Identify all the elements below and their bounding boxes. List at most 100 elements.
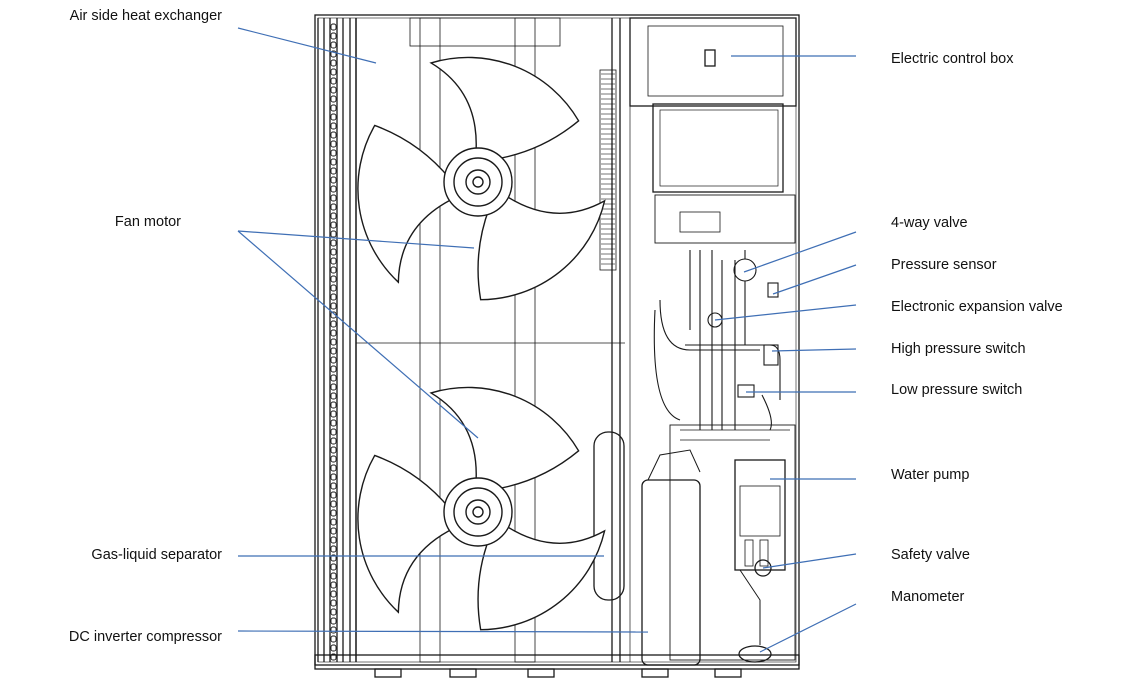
coil-fin (330, 446, 337, 454)
coil-fin (330, 356, 337, 364)
coil-fin (330, 113, 337, 121)
coil-fin (330, 68, 337, 76)
fan-blade (477, 193, 606, 301)
label-4-way-valve: 4-way valve (891, 215, 968, 231)
coil-fin (330, 302, 337, 310)
coil-fin (330, 257, 337, 265)
label-low-pressure-switch: Low pressure switch (891, 382, 1023, 398)
water-pump-body (734, 459, 786, 571)
coil-fin (330, 248, 337, 256)
coil-fin (330, 23, 337, 31)
coil-fin (330, 347, 337, 355)
coil-fin (330, 473, 337, 481)
coil-fin (330, 284, 337, 292)
coil-fin (330, 581, 337, 589)
coil-fin (330, 365, 337, 373)
label-manometer: Manometer (891, 589, 965, 605)
fans (357, 56, 606, 631)
coil-fin (330, 239, 337, 247)
label-safety-valve: Safety valve (891, 547, 970, 563)
label-gas-liquid-separator: Gas-liquid separator (91, 547, 222, 563)
label-electronic-expansion-valve: Electronic expansion valve (891, 299, 1063, 315)
coil-fin (330, 572, 337, 580)
coil-fin (330, 428, 337, 436)
coil-fin (330, 149, 337, 157)
leader-manometer (759, 603, 857, 653)
compressor-body (641, 479, 701, 666)
coil-fin (330, 374, 337, 382)
coil-fin (330, 410, 337, 418)
coil-fin (330, 590, 337, 598)
label-water-pump: Water pump (891, 467, 970, 483)
coil-fin (330, 50, 337, 58)
coil-fin (330, 536, 337, 544)
leader-pressure-sensor (772, 264, 857, 295)
leader-dc-inverter-compressor (237, 630, 649, 633)
coil-fin (330, 59, 337, 67)
coil-fin (330, 203, 337, 211)
piping (653, 250, 781, 431)
coil-fin (330, 401, 337, 409)
fan-blade (477, 523, 606, 631)
coil-fin (330, 482, 337, 490)
coil-fin (330, 329, 337, 337)
coil-fin (330, 221, 337, 229)
coil-fin (330, 230, 337, 238)
housing-outline (314, 14, 800, 666)
coil-fin (330, 437, 337, 445)
coil-fin (330, 167, 337, 175)
label-pressure-sensor: Pressure sensor (891, 257, 997, 273)
coil-fin (330, 392, 337, 400)
coil-fin (330, 626, 337, 634)
label-dc-inverter-compressor: DC inverter compressor (68, 629, 222, 645)
coil-fin (330, 140, 337, 148)
coil-fin (330, 275, 337, 283)
base-frame (314, 654, 800, 670)
coil-fin (330, 383, 337, 391)
leader-air-side-heat-exchanger (237, 27, 377, 64)
coil-fin (330, 491, 337, 499)
coil-fin (330, 563, 337, 571)
coil-fin (330, 500, 337, 508)
coil-fin (330, 104, 337, 112)
coil-fin (330, 158, 337, 166)
coil-fin (330, 608, 337, 616)
control-box (629, 17, 797, 107)
label-electric-control-box: Electric control box (891, 51, 1014, 67)
leader-4-way-valve (743, 231, 857, 273)
coil-fin (330, 455, 337, 463)
coil-fin (330, 293, 337, 301)
fan-blade (429, 386, 580, 491)
coil-fin (330, 464, 337, 472)
coil-fin (330, 518, 337, 526)
coil-fin (330, 635, 337, 643)
coil-fin (330, 131, 337, 139)
coil-fin (330, 194, 337, 202)
coil-fin (330, 86, 337, 94)
coil-fin (330, 554, 337, 562)
coil-fin (330, 41, 337, 49)
heat-exchanger-coil (317, 18, 357, 662)
fan-upper (357, 56, 606, 301)
label-fan-motor: Fan motor (114, 214, 181, 230)
coil-fin (330, 32, 337, 40)
coil-fin (330, 95, 337, 103)
coil-fin (330, 266, 337, 274)
leader-safety-valve (762, 553, 857, 569)
fan-blade (357, 454, 456, 614)
pcb-board (652, 103, 784, 193)
coil-fin (330, 653, 337, 661)
label-air-side-heat-exchanger: Air side heat exchanger (69, 8, 222, 24)
coil-fin (330, 599, 337, 607)
coil-fin (330, 176, 337, 184)
coil-fin (330, 122, 337, 130)
label-high-pressure-switch: High pressure switch (891, 341, 1026, 357)
coil-fin (330, 545, 337, 553)
leader-fan-motor-2 (237, 230, 479, 439)
coil-fin (330, 338, 337, 346)
manometer-dial (738, 645, 772, 663)
fan-blade (429, 56, 580, 161)
leader-fan-motor-1 (237, 230, 475, 249)
